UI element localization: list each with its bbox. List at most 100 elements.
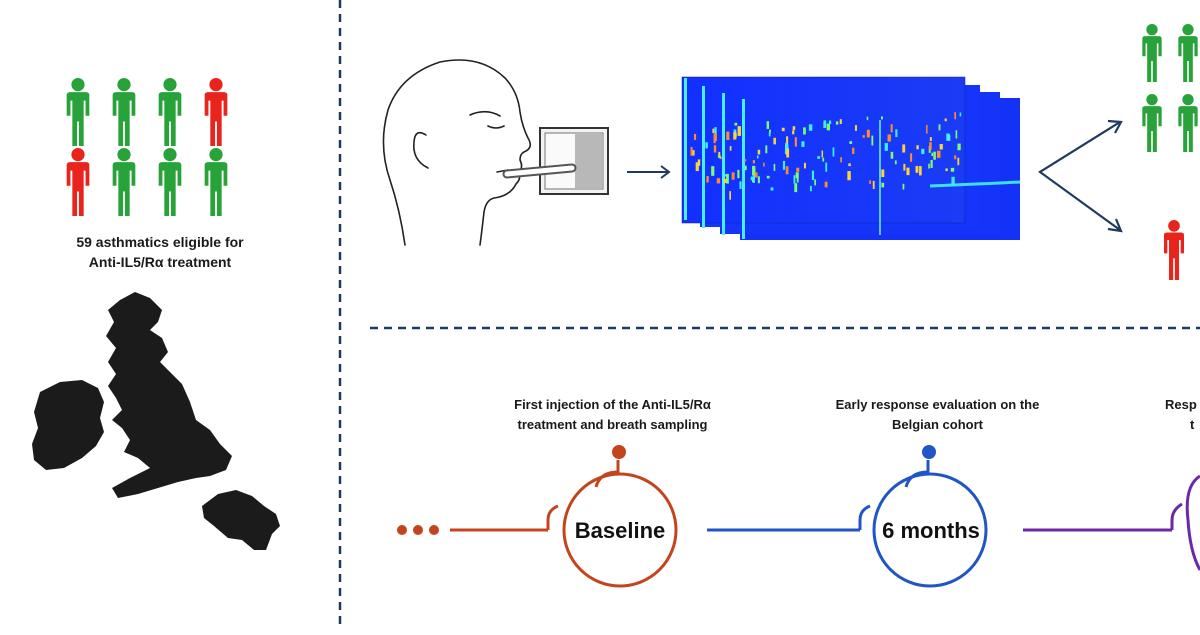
chromatogram-peak: [835, 121, 839, 125]
chromatogram-peak: [794, 137, 797, 147]
chromatogram-peak: [796, 177, 799, 183]
chromatogram-peak: [814, 179, 817, 186]
timeline-stage-baseline: [450, 445, 678, 588]
chromatogram-peak: [852, 147, 855, 154]
chromatogram-peak: [839, 119, 842, 125]
baseline-caption-line2: treatment and breath sampling: [517, 417, 708, 432]
chromatogram-peak: [826, 123, 830, 131]
chromatogram-peak: [739, 181, 742, 189]
chromatogram-peak: [809, 185, 812, 192]
patient-figure-grid: [66, 78, 228, 216]
chromatogram-peak: [765, 145, 768, 154]
chromatogram-peak: [716, 178, 721, 184]
chromatogram-icon: [681, 76, 1021, 240]
chromatogram-peak: [706, 176, 709, 183]
chromatogram-peak: [717, 155, 721, 158]
chromatogram-peak: [822, 157, 825, 162]
chromatogram-peak: [862, 135, 865, 138]
cohort-caption-line1: 59 asthmatics eligible for: [76, 234, 244, 250]
chromatogram-peak: [880, 116, 883, 120]
chromatogram-peak: [929, 137, 932, 142]
chromatogram-peak: [752, 173, 755, 183]
chromatogram-peak: [690, 147, 693, 156]
chromatogram-peak: [697, 159, 701, 166]
chromatogram-peak: [890, 151, 894, 159]
chromatogram-peak: [719, 156, 722, 160]
chromatogram-peak: [733, 132, 737, 140]
third-stage-caption-line1: Resp: [1165, 397, 1197, 412]
chromatogram-peak: [773, 163, 776, 171]
person-responder-icon: [1178, 94, 1198, 152]
chromatogram-peak: [808, 124, 813, 131]
chromatogram-peak: [921, 148, 925, 155]
chromatogram-peak: [903, 163, 906, 171]
chromatogram-peak: [928, 163, 930, 169]
chromatogram-peak: [894, 160, 897, 165]
chromatogram-peak: [715, 133, 717, 142]
chromatogram-peak: [957, 143, 961, 151]
chromatogram-peak: [718, 151, 721, 158]
chromatogram-peak: [936, 150, 941, 158]
chromatogram-peak: [723, 178, 728, 183]
person-responder-icon: [66, 78, 90, 146]
chromatogram-peak: [731, 172, 735, 180]
person-non-responder-icon: [204, 78, 228, 146]
chromatogram-peak: [926, 124, 928, 134]
chromatogram-peak: [884, 143, 888, 151]
chromatogram-peak: [691, 150, 695, 156]
chromatogram-peak: [825, 162, 828, 172]
person-breath-sampling-icon: [382, 59, 532, 246]
chromatogram-peak: [724, 174, 728, 177]
chromatogram-peak: [824, 181, 828, 188]
chromatogram-peak: [817, 156, 821, 159]
person-non-responder-icon: [1164, 220, 1184, 280]
chromatogram-peak: [823, 120, 827, 129]
person-responder-icon: [1142, 24, 1162, 82]
chromatogram-peak: [945, 168, 948, 172]
chromatogram-peak: [890, 124, 893, 133]
six-months-caption-line1: Early response evaluation on the: [835, 397, 1040, 412]
chromatogram-peak: [906, 167, 910, 176]
chromatogram-peak: [871, 135, 874, 146]
outcome-figure-group: [1142, 24, 1198, 280]
chromatogram-peak: [957, 157, 960, 166]
six-months-caption-line2: Belgian cohort: [891, 417, 983, 432]
chromatogram-peak: [950, 167, 955, 172]
chromatogram-peak: [796, 167, 800, 172]
person-responder-icon: [1142, 94, 1162, 152]
chromatogram-peaks: [690, 112, 962, 200]
chromatogram-peak: [750, 176, 754, 181]
chromatogram-peak: [795, 172, 799, 179]
chromatogram-peak: [946, 133, 950, 141]
person-non-responder-icon: [66, 148, 90, 216]
chromatogram-peak: [866, 129, 870, 138]
baseline-caption: First injection of the Anti-IL5/Rα treat…: [470, 395, 755, 435]
chromatogram-peak: [782, 160, 786, 170]
chromatogram-peak: [869, 180, 871, 185]
chromatogram-peak: [693, 133, 697, 140]
chromatogram-peak: [902, 183, 905, 190]
person-responder-icon: [112, 78, 136, 146]
arrow-head-1: [660, 165, 671, 179]
chromatogram-peak: [919, 166, 922, 176]
chromatogram-peak: [793, 175, 796, 184]
chromatogram-peak: [713, 133, 716, 144]
chromatogram-peak: [763, 162, 765, 167]
person-responder-icon: [158, 78, 182, 146]
chromatogram-peak: [938, 124, 941, 131]
chromatogram-peak: [954, 112, 957, 120]
chromatogram-peak: [930, 160, 933, 168]
person-responder-icon: [158, 148, 182, 216]
chromatogram-peak: [849, 141, 853, 144]
chromatogram-peak: [881, 182, 885, 188]
chromatogram-peak: [854, 125, 857, 131]
six-months-caption: Early response evaluation on the Belgian…: [795, 395, 1080, 435]
timeline-dots: [397, 525, 439, 535]
chromatogram-peak: [910, 153, 913, 162]
chromatogram-peak: [929, 142, 932, 150]
breath-bag-icon: [502, 127, 609, 195]
chromatogram-peak: [733, 129, 737, 135]
chromatogram-peak: [915, 166, 919, 173]
chromatogram-peak: [840, 157, 842, 163]
